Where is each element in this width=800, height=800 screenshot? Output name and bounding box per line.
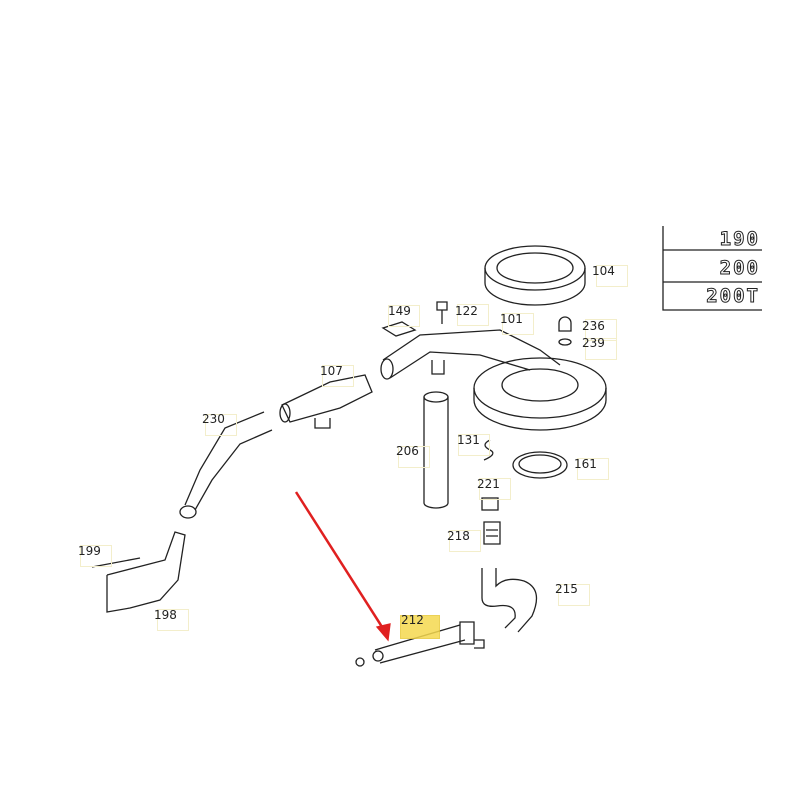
part-239-washer xyxy=(558,338,572,346)
part-236-cap xyxy=(558,316,572,332)
part-198-bracket xyxy=(106,531,186,613)
badge-200: 200 xyxy=(719,257,760,280)
badge-200t: 200T xyxy=(706,285,760,308)
badge-190: 190 xyxy=(719,228,760,251)
label-107[interactable]: 107 xyxy=(320,364,343,378)
part-161-ring xyxy=(512,451,568,479)
hose-end xyxy=(179,505,197,519)
label-131[interactable]: 131 xyxy=(457,433,480,447)
label-199[interactable]: 199 xyxy=(78,544,101,558)
part-215-elbow-hose xyxy=(481,568,538,633)
label-212[interactable]: 212 xyxy=(401,613,424,627)
label-215[interactable]: 215 xyxy=(555,582,578,596)
part-122-screw xyxy=(436,301,448,324)
label-122[interactable]: 122 xyxy=(455,304,478,318)
label-161[interactable]: 161 xyxy=(574,457,597,471)
label-239[interactable]: 239 xyxy=(582,336,605,350)
label-206[interactable]: 206 xyxy=(396,444,419,458)
part-199-bolt xyxy=(91,557,141,568)
part-218-valve xyxy=(483,521,501,545)
part-107-connector xyxy=(279,374,373,429)
model-badge-panel xyxy=(662,226,762,311)
label-230[interactable]: 230 xyxy=(202,412,225,426)
part-131-clip xyxy=(483,439,494,461)
label-218[interactable]: 218 xyxy=(447,529,470,543)
label-101[interactable]: 101 xyxy=(500,312,523,326)
air-filter-housing xyxy=(473,357,607,431)
part-206-tube xyxy=(423,391,449,509)
pointer-arrow xyxy=(294,491,391,642)
label-149[interactable]: 149 xyxy=(388,304,411,318)
label-236[interactable]: 236 xyxy=(582,319,605,333)
label-198[interactable]: 198 xyxy=(154,608,177,622)
part-149-plate xyxy=(381,321,417,337)
label-104[interactable]: 104 xyxy=(592,264,615,278)
label-221[interactable]: 221 xyxy=(477,477,500,491)
part-221-nut xyxy=(481,497,499,511)
part-104-seal-ring xyxy=(484,245,586,306)
part-101-intake-duct xyxy=(380,329,561,380)
part-230-hose xyxy=(184,411,273,511)
